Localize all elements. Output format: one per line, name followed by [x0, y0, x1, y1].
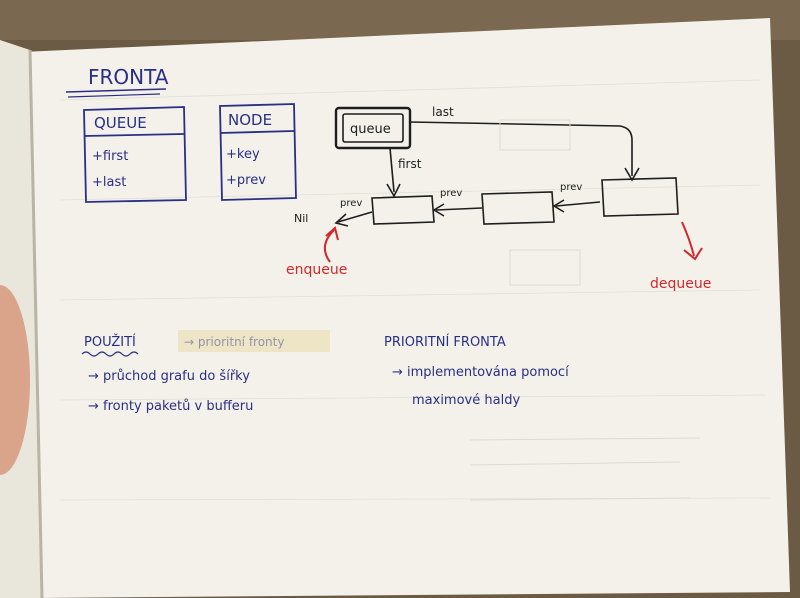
usage-item-1: → průchod grafu do šířky — [88, 369, 250, 384]
last-pointer-label: last — [432, 105, 454, 119]
node-class-box — [219, 103, 297, 201]
queue-class-heading: QUEUE — [94, 114, 147, 132]
diagram-lines — [334, 106, 679, 227]
prev-label-1: prev — [340, 198, 362, 209]
priority-line-2: maximové haldy — [412, 393, 520, 408]
usage-crossed-out: → prioritní fronty — [184, 335, 284, 349]
finger — [0, 285, 30, 475]
page-title: FRONTA — [88, 65, 169, 89]
usage-heading: POUŽITÍ — [84, 334, 136, 350]
first-pointer-label: first — [398, 157, 422, 171]
title-underline — [65, 88, 167, 93]
queue-field-last: +last — [92, 175, 126, 190]
dequeue-label: dequeue — [650, 276, 711, 292]
node-field-key: +key — [226, 147, 260, 162]
usage-heading-underline — [81, 351, 139, 357]
usage-item-2: → fronty paketů v bufferu — [88, 399, 253, 414]
queue-field-first: +first — [92, 149, 128, 164]
red-arrows — [323, 221, 703, 263]
enqueue-label: enqueue — [286, 262, 347, 278]
page-grid — [59, 79, 771, 501]
queue-class-box — [83, 106, 187, 203]
nil-label: Nil — [294, 212, 308, 225]
show-through — [469, 119, 701, 501]
node-field-prev: +prev — [226, 173, 266, 188]
queue-object-label: queue — [350, 122, 391, 137]
priority-line-1: → implementována pomocí — [392, 365, 569, 380]
notebook-page — [22, 18, 790, 598]
binding-crease — [28, 49, 44, 598]
prev-label-2: prev — [440, 188, 462, 199]
prev-label-3: prev — [560, 182, 582, 193]
tape-strip — [178, 330, 330, 352]
title-underline-2 — [67, 93, 161, 98]
priority-heading: PRIORITNÍ FRONTA — [384, 334, 506, 350]
node-class-heading: NODE — [228, 111, 272, 129]
